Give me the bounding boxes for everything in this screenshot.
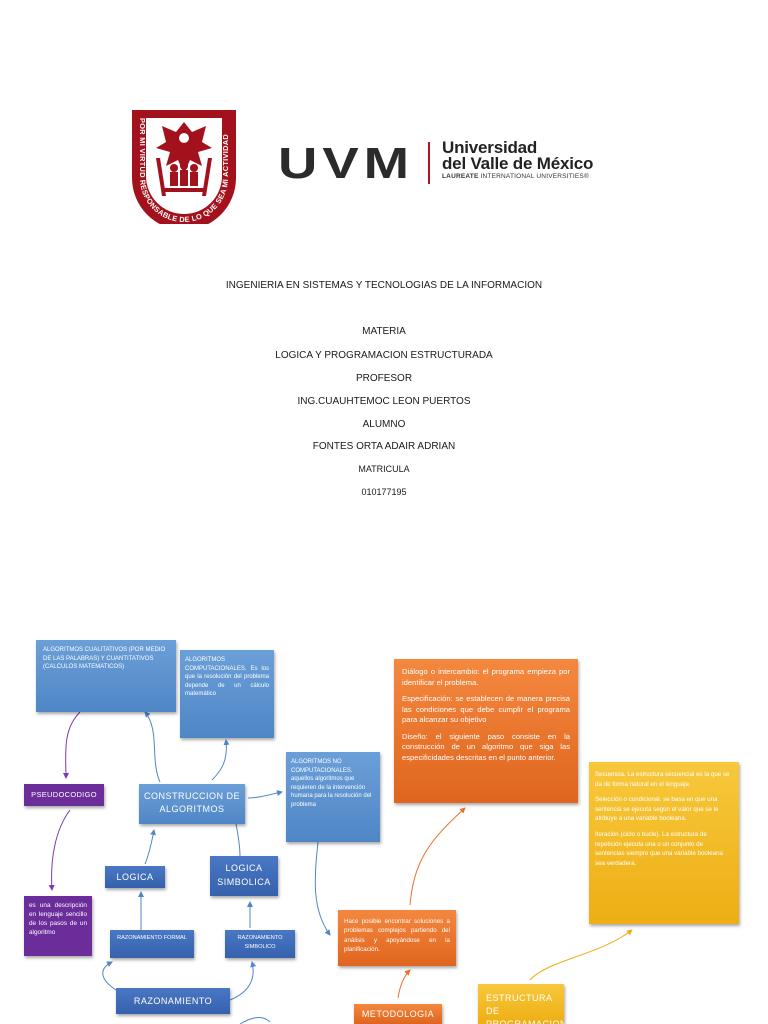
estructura-seleccion: Selección o condicional. se basa en que … bbox=[595, 796, 719, 823]
university-name-line2: del Valle de México bbox=[442, 154, 594, 173]
node-metodologia-definicion: Hace posible encontrar soluciones a prob… bbox=[338, 910, 456, 966]
alumno-value: FONTES ORTA ADAIR ADRIAN bbox=[312, 441, 456, 452]
estructura-secuencia: Secuencia. La estructura secuencial es l… bbox=[595, 771, 730, 788]
matricula-value: 010177195 bbox=[361, 487, 407, 497]
node-construccion-algoritmos: CONSTRUCCION DE ALGORITMOS bbox=[139, 784, 245, 824]
alumno-label: ALUMNO bbox=[362, 419, 406, 430]
node-logica: LOGICA bbox=[105, 866, 165, 888]
node-logica-simbolica: LOGICA SIMBOLICA bbox=[210, 856, 278, 896]
connector-razonamiento-formal bbox=[102, 961, 117, 991]
connector-metodologia-label bbox=[397, 969, 411, 999]
university-name-line1: Universidad bbox=[442, 138, 538, 157]
materia-value: LOGICA Y PROGRAMACION ESTRUCTURADA bbox=[275, 350, 493, 361]
node-razonamiento: RAZONAMIENTO bbox=[116, 988, 230, 1014]
career-title: INGENIERIA EN SISTEMAS Y TECNOLOGIAS DE … bbox=[225, 280, 543, 291]
estructura-iteracion: Iteración (ciclo o bucle). La estructura… bbox=[595, 830, 723, 867]
paso-dialogo: Diálogo o intercambio: el programa empie… bbox=[402, 667, 570, 687]
profesor-label: PROFESOR bbox=[355, 373, 413, 384]
connector-construccion-computacionales bbox=[211, 739, 230, 781]
university-tagline: LAUREATE INTERNATIONAL UNIVERSITIES® bbox=[442, 173, 589, 180]
connector-pseudocodigo-definicion bbox=[48, 809, 71, 891]
connector-razonamiento-bottom bbox=[239, 1017, 271, 1024]
profesor-value: ING.CUAUHTEMOC LEON PUERTOS bbox=[297, 396, 471, 407]
connector-cualitativos-pseudocodigo bbox=[62, 711, 81, 779]
node-razonamiento-formal: RAZONAMIENTO FORMAL bbox=[110, 930, 194, 958]
node-algoritmos-computacionales: ALGORITMOS COMPUTACIONALES. Es los que l… bbox=[180, 650, 274, 738]
connector-razonamiento-simbolico bbox=[229, 961, 257, 1001]
node-razonamiento-simbolico: RAZONAMIENTO SIMBOLICO bbox=[225, 930, 295, 958]
logo-divider bbox=[428, 142, 430, 184]
node-metodologia: METODOLOGIA bbox=[354, 1004, 442, 1024]
connector-construccion-nocomputacionales bbox=[247, 790, 283, 799]
svg-text:UVM: UVM bbox=[278, 140, 414, 184]
materia-label: MATERIA bbox=[362, 326, 406, 337]
connector-construccion-cualitativos bbox=[144, 711, 161, 783]
node-pseudocodigo: PSEUDOCODIGO bbox=[24, 784, 104, 806]
matricula-label: MATRICULA bbox=[358, 464, 410, 474]
uvm-letters-logo: UVM bbox=[278, 140, 414, 184]
connector-nocomputacionales-metodologia bbox=[314, 841, 331, 936]
node-pseudocodigo-definicion: es una descripción en lenguaje sencillo … bbox=[24, 896, 92, 956]
node-algoritmos-cualitativos: ALGORITMOS CUALITATIVOS (POR MEDIO DE LA… bbox=[36, 640, 176, 712]
node-estructuras-control: Secuencia. La estructura secuencial es l… bbox=[589, 762, 739, 924]
connector-estructura-secuencias bbox=[529, 929, 633, 981]
node-algoritmos-no-computacionales: ALGORITMOS NO COMPUTACIONALES. aquellos … bbox=[286, 752, 380, 842]
paso-especificacion: Especificación: se establecen de manera … bbox=[402, 694, 570, 724]
uvm-seal-logo: POR MI VIRTUD RESPONSABLE DE LO QUE SEA … bbox=[132, 110, 236, 224]
node-estructura-programacion: ESTRUCTURA DE PROGRAMACION bbox=[478, 984, 564, 1024]
node-pasos-metodologia: Diálogo o intercambio: el programa empie… bbox=[394, 659, 578, 803]
connector-logica-construccion bbox=[144, 829, 156, 865]
connector-metodologia-pasos bbox=[409, 807, 466, 906]
uvm-university-logo: UVM Universidad del Valle de México LAUR… bbox=[278, 138, 618, 186]
paso-diseno: Diseño: el siguiente paso consiste en la… bbox=[402, 731, 570, 762]
